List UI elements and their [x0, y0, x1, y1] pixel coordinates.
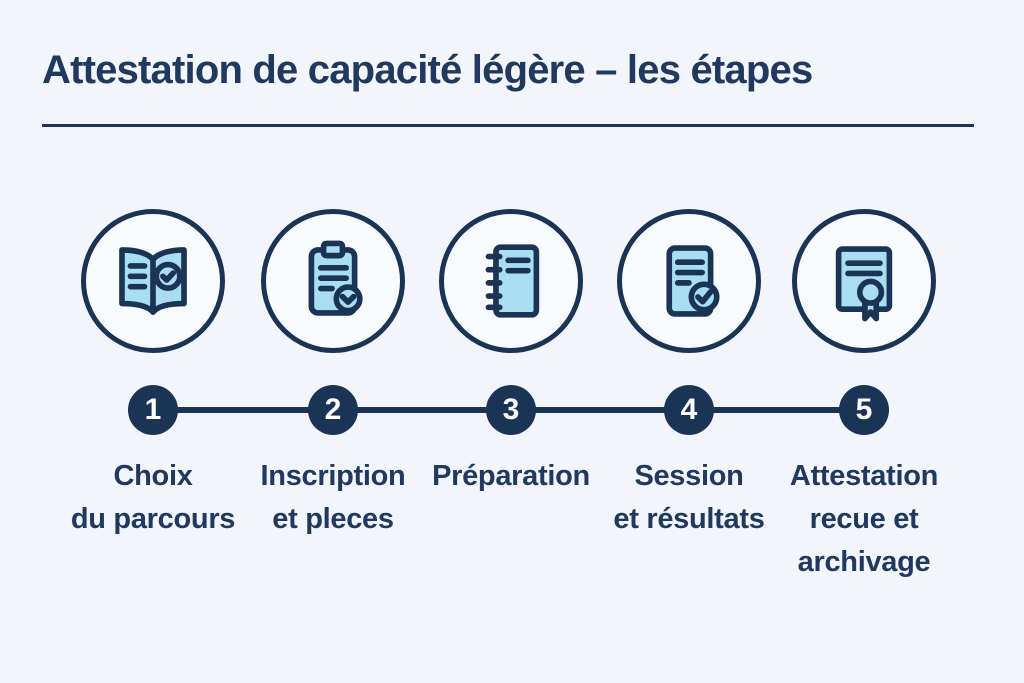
step-4-label-line-1: Session — [634, 460, 744, 492]
certificate-ribbon-icon — [835, 246, 893, 322]
step-4-label: Session et résultats — [589, 455, 789, 541]
step-4: 4 Session et résultats — [594, 209, 784, 649]
step-4-icon-circle — [617, 209, 761, 353]
step-1-label-line-1: Choix — [113, 460, 193, 492]
step-1-label: Choix du parcours — [53, 455, 253, 541]
step-4-label-line-2: et résultats — [613, 503, 765, 535]
step-1-icon-circle — [81, 209, 225, 353]
step-3-label: Préparation — [411, 455, 611, 498]
step-2: 2 Inscription et pleces — [238, 209, 428, 649]
page-title: Attestation de capacité légère – les éta… — [42, 48, 813, 92]
step-5-label-line-2: recue et — [809, 503, 919, 535]
step-5: 5 Attestation recue et archivage — [769, 209, 959, 649]
title-underline — [42, 124, 974, 127]
spiral-notebook-icon — [485, 244, 540, 318]
step-3-label-line-1: Préparation — [432, 460, 590, 492]
step-2-label-line-1: Inscription — [260, 460, 406, 492]
step-5-number: 5 — [839, 385, 889, 435]
step-4-number: 4 — [664, 385, 714, 435]
step-2-number: 2 — [308, 385, 358, 435]
step-2-label-line-2: et pleces — [272, 503, 394, 535]
step-1-label-line-2: du parcours — [70, 503, 236, 535]
step-2-label: Inscription et pleces — [233, 455, 433, 541]
step-5-label: Attestation recue et archivage — [764, 455, 964, 584]
step-1-number: 1 — [128, 385, 178, 435]
open-book-check-icon — [119, 247, 187, 315]
step-5-label-line-1: Attestation — [789, 460, 939, 492]
step-3-number: 3 — [486, 385, 536, 435]
step-5-icon-circle — [792, 209, 936, 353]
step-2-icon-circle — [261, 209, 405, 353]
step-3-icon-circle — [439, 209, 583, 353]
step-5-label-line-3: archivage — [797, 546, 931, 578]
step-1: 1 Choix du parcours — [58, 209, 248, 649]
clipboard-check-icon — [308, 240, 363, 316]
document-check-icon — [666, 245, 720, 317]
step-3: 3 Préparation — [416, 209, 606, 649]
